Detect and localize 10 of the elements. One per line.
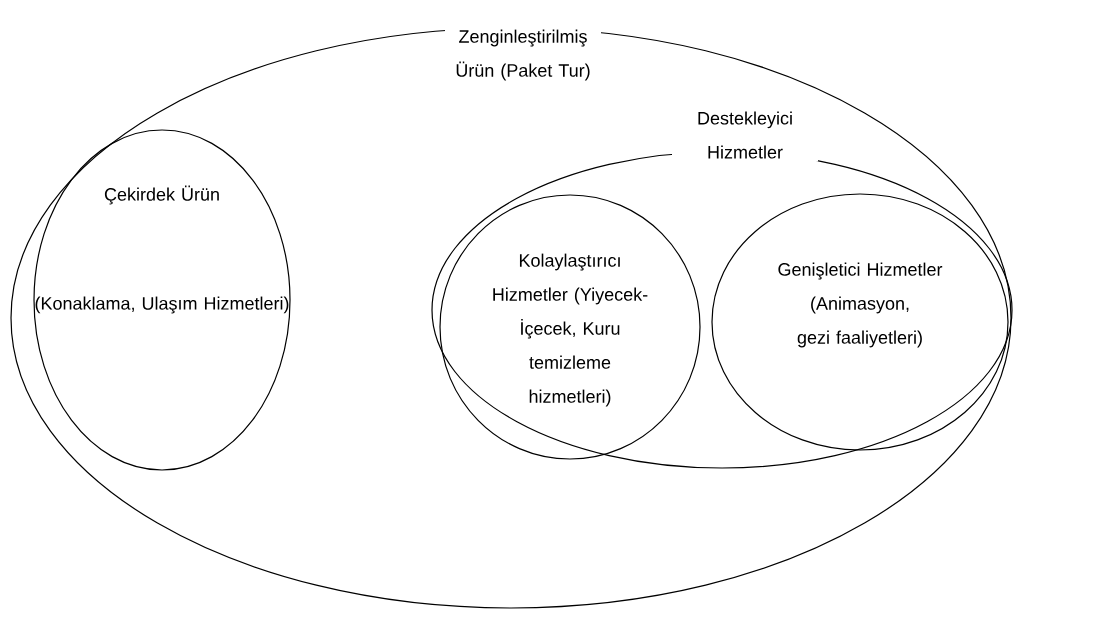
ellipse: [33, 129, 291, 471]
label: Genişletici Hizmetler (Animasyon, gezi faaliyetleri): [778, 262, 943, 348]
ellipse: [711, 193, 1009, 451]
label: Kolaylaştırıcı Hizmetler (Yiyecek-İçecek, Kuru temizleme hizmetleri): [493, 253, 648, 407]
label: (Konaklama, Ulaşım Hizmetleri): [35, 296, 289, 314]
label: Çekirdek Ürün: [104, 185, 219, 205]
label: Zenginleştirilmiş Ürün (Paket Tur): [445, 26, 601, 84]
ellipse: [10, 27, 1012, 609]
ellipse: [439, 194, 701, 460]
label: Destekleyici Hizmetler: [672, 108, 818, 162]
